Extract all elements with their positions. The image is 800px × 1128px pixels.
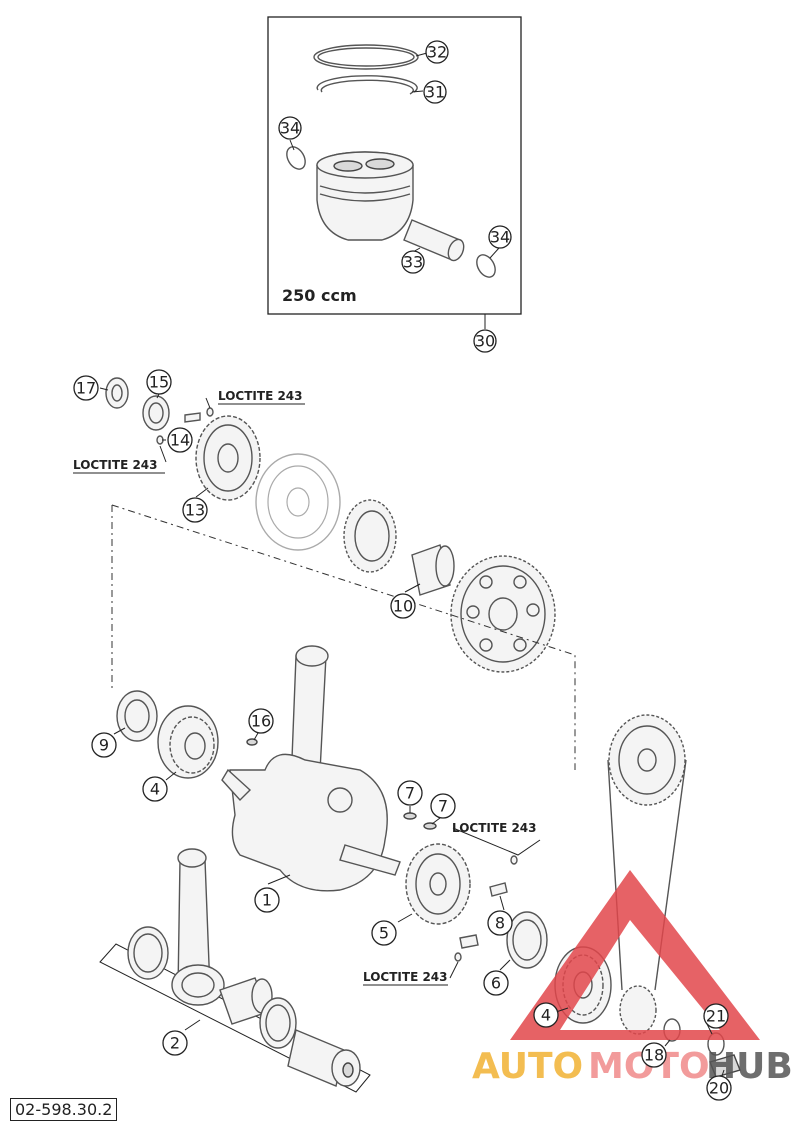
svg-text:4: 4	[541, 1006, 551, 1025]
callout-8: 8	[487, 910, 513, 936]
svg-text:18: 18	[644, 1046, 664, 1065]
callout-17: 17	[73, 375, 99, 401]
loctite-note-upper-left: LOCTITE 243	[73, 458, 158, 472]
svg-text:30: 30	[475, 332, 495, 351]
starter-gear	[450, 555, 556, 673]
callout-16: 16	[248, 708, 274, 734]
callout-13: 13	[182, 497, 208, 523]
callout-7-right: 7	[430, 793, 456, 819]
piston-pin	[403, 219, 465, 262]
piston-kit-box	[267, 16, 522, 315]
svg-text:9: 9	[99, 736, 109, 755]
callout-31: 31	[423, 80, 447, 104]
callout-34-left: 34	[278, 116, 302, 140]
callout-4-right: 4	[533, 1002, 559, 1028]
callout-10: 10	[390, 593, 416, 619]
svg-text:5: 5	[379, 924, 389, 943]
automotohub-watermark: AUTO MOTO HUB	[472, 870, 793, 1087]
bearing-15	[142, 395, 170, 431]
svg-text:34: 34	[490, 228, 510, 247]
seal-9	[116, 690, 158, 742]
svg-text:7: 7	[405, 784, 415, 803]
freewheel	[343, 499, 397, 573]
callout-6: 6	[483, 970, 509, 996]
piston-ring-top	[313, 44, 419, 70]
circlip-left	[286, 146, 306, 170]
callout-1: 1	[254, 887, 280, 913]
svg-text:7: 7	[438, 797, 448, 816]
loctite-note-lower: LOCTITE 243	[363, 970, 448, 984]
piston-ring-second	[316, 75, 418, 93]
callout-30: 30	[473, 329, 497, 353]
drawing-reference-code: 02-598.30.2	[10, 1098, 118, 1121]
svg-text:34: 34	[280, 119, 300, 138]
svg-text:16: 16	[251, 712, 271, 731]
callout-14: 14	[167, 427, 193, 453]
callout-33: 33	[401, 250, 425, 274]
needle-cage	[219, 977, 273, 1025]
timing-chain	[607, 714, 741, 1078]
callout-32: 32	[425, 40, 449, 64]
piston-kit-label: 250 ccm	[282, 286, 357, 305]
loctite-note-middle: LOCTITE 243	[452, 821, 537, 835]
primary-gear-5	[405, 843, 471, 925]
crank-pin	[287, 1029, 361, 1087]
callout-5: 5	[371, 920, 397, 946]
needle-bearing-10	[411, 544, 455, 596]
svg-text:8: 8	[495, 914, 505, 933]
callout-21: 21	[703, 1003, 729, 1029]
crankshaft-assembly	[116, 645, 612, 1024]
svg-text:13: 13	[185, 501, 205, 520]
seal-17	[105, 377, 129, 409]
svg-text:1: 1	[262, 891, 272, 910]
callout-18: 18	[641, 1042, 667, 1068]
gear-13	[195, 415, 261, 501]
callout-9: 9	[91, 732, 117, 758]
svg-text:33: 33	[403, 253, 423, 272]
svg-text:2: 2	[170, 1034, 180, 1053]
callout-34-right: 34	[488, 225, 512, 249]
svg-text:20: 20	[709, 1079, 729, 1098]
callout-7-left: 7	[397, 780, 423, 806]
svg-text:10: 10	[393, 597, 413, 616]
svg-text:6: 6	[491, 974, 501, 993]
watermark-auto: AUTO	[472, 1046, 583, 1087]
callout-2: 2	[162, 1030, 188, 1056]
starter-assembly	[105, 377, 556, 673]
callout-4-left: 4	[142, 776, 168, 802]
leader-lines	[99, 52, 725, 1077]
svg-text:32: 32	[427, 43, 447, 62]
callout-20: 20	[706, 1075, 732, 1101]
loctite-note-upper-right: LOCTITE 243	[218, 389, 303, 403]
flywheel	[255, 453, 341, 551]
svg-text:14: 14	[170, 431, 190, 450]
conrod-kit	[99, 848, 371, 1093]
svg-text:15: 15	[149, 373, 169, 392]
crankshaft	[229, 753, 388, 892]
watermark-triangle-icon	[510, 870, 760, 1040]
circlip-right	[476, 254, 496, 278]
piston	[316, 151, 414, 241]
svg-text:31: 31	[425, 83, 445, 102]
callout-15: 15	[146, 369, 172, 395]
svg-text:21: 21	[706, 1007, 726, 1026]
svg-text:4: 4	[150, 780, 160, 799]
bearing-4-left	[157, 705, 219, 779]
svg-text:17: 17	[76, 379, 96, 398]
